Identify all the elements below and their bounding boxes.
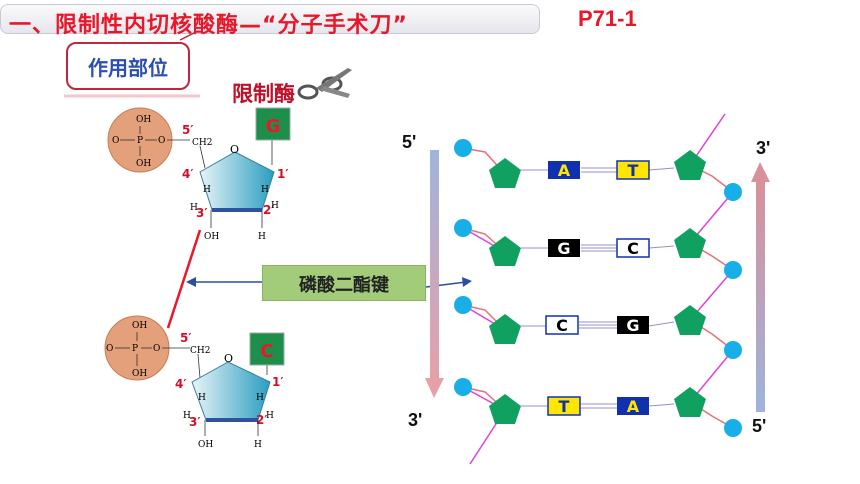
- base-letter: C: [260, 341, 273, 362]
- base-pair-2: G C: [548, 238, 650, 258]
- arrow-up-icon: [751, 162, 770, 182]
- base-pair-3: C G: [545, 315, 649, 335]
- oh-label: OH: [204, 232, 219, 242]
- right-strand-top-end: 3': [756, 138, 771, 158]
- bond-label-box: 磷酸二酯键: [262, 265, 426, 301]
- h-bottom-label: H: [258, 232, 266, 242]
- ch2-label: CH2: [190, 346, 210, 356]
- phosphate-oh-bottom: OH: [136, 159, 151, 169]
- h-label-2: H: [256, 393, 264, 403]
- phosphodiester-link: [166, 229, 202, 329]
- ring-o: O: [230, 143, 239, 156]
- page-title: 一、限制性内切核酸酶—“分子手术刀”: [9, 13, 408, 38]
- phosphate-oh-bottom: OH: [132, 369, 147, 379]
- nucleotide-top: OH O P O OH 5′ CH2 O 4′ 3′ 2′ 1′ H H H H…: [107, 107, 291, 242]
- phosphate-p: P: [137, 136, 143, 146]
- base-letter-left: A: [558, 161, 571, 180]
- arrow-head-left-icon: [186, 277, 196, 287]
- phosphate-o-right: O: [158, 136, 165, 146]
- base-letter-right: T: [628, 161, 639, 180]
- h-label-1: H: [203, 185, 211, 195]
- sugar-ring: [199, 151, 275, 211]
- base-pair-4: T A: [547, 396, 649, 416]
- carbon-5-label: 5′: [182, 123, 194, 137]
- left-strand-top-end: 5': [402, 132, 417, 152]
- phosphate-o-left: O: [106, 344, 113, 354]
- scissors-icon: [297, 68, 352, 100]
- role-callout: 作用部位: [66, 42, 190, 90]
- nucleotide-bottom: OH O P O OH 5′ CH2 O 4′ 3′ 2′ 1′ H H H H…: [104, 315, 285, 450]
- h-label-4: H: [266, 411, 274, 421]
- strand-direction-left: [430, 150, 439, 380]
- base-box: [255, 107, 291, 141]
- h-label-4: H: [271, 201, 279, 211]
- base-pair-1: A T: [548, 160, 650, 180]
- base-letter-right: C: [627, 239, 639, 258]
- h-bottom-label: H: [254, 440, 262, 450]
- phosphate-oh-top: OH: [136, 115, 151, 125]
- base-letter: G: [266, 116, 281, 137]
- oh-label: OH: [198, 440, 213, 450]
- base-letter-right: G: [626, 316, 639, 335]
- carbon-2-label: 2′: [256, 413, 268, 427]
- page-reference: P71-1: [578, 6, 637, 31]
- dna-double-strand: A T G C C G T A: [425, 113, 770, 465]
- base-letter-left: C: [556, 316, 568, 335]
- base-box: [249, 332, 285, 366]
- base-letter-right: A: [627, 397, 640, 416]
- title-bar: 一、限制性内切核酸酶—“分子手术刀”: [0, 4, 540, 38]
- left-strand-bottom-end: 3': [408, 410, 423, 430]
- arrow-down-icon: [425, 378, 444, 398]
- phosphate-o-right: O: [153, 344, 160, 354]
- enzyme-label: 限制酶: [232, 82, 295, 106]
- base-letter-left: T: [559, 397, 570, 416]
- carbon-1-label: 1′: [277, 167, 289, 181]
- h-label-2: H: [261, 185, 269, 195]
- phosphate-p: P: [132, 344, 138, 354]
- h-label-3: H: [190, 203, 198, 213]
- h-label-3: H: [183, 411, 191, 421]
- right-strand-bottom-end: 5': [752, 416, 767, 436]
- phosphate-oh-top: OH: [132, 321, 147, 331]
- carbon-5-label: 5′: [180, 331, 192, 345]
- role-label: 作用部位: [88, 56, 168, 80]
- carbon-1-label: 1′: [272, 375, 284, 389]
- strand-direction-right: [756, 180, 765, 412]
- callout-pointer: [179, 31, 197, 41]
- carbon-2-label: 2′: [263, 203, 275, 217]
- phosphate-o-left: O: [112, 136, 119, 146]
- arrow-head-right-icon: [462, 277, 472, 287]
- base-letter-left: G: [557, 239, 570, 258]
- carbon-4-label: 4′: [175, 377, 187, 391]
- carbon-4-label: 4′: [182, 167, 194, 181]
- bond-label: 磷酸二酯键: [299, 275, 389, 296]
- carbon-3-label: 3′: [196, 206, 208, 220]
- h-label-1: H: [198, 393, 206, 403]
- ch2-label: CH2: [192, 138, 212, 148]
- carbon-3-label: 3′: [189, 415, 201, 429]
- ring-o: O: [224, 352, 233, 365]
- sugar-ring: [191, 361, 271, 421]
